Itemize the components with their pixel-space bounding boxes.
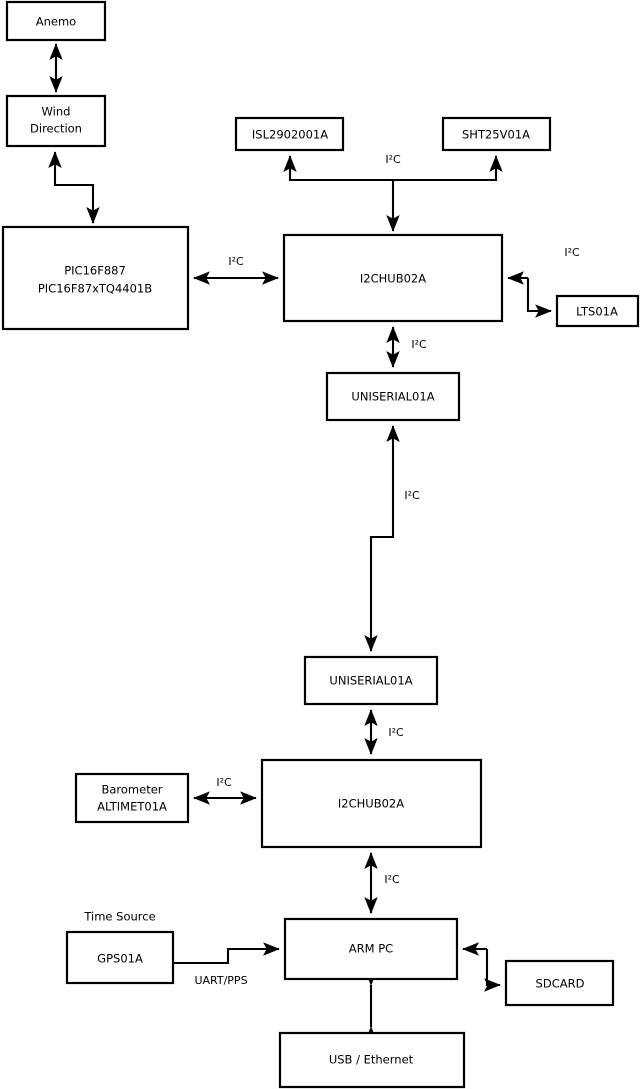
edge-hub-lts-in <box>526 278 552 318</box>
edge-hub-bus-top <box>283 155 400 232</box>
edge-label-hub-armpc-i2c: I²C <box>384 873 400 886</box>
node-lts01a-label: LTS01A <box>576 305 618 319</box>
edge-label-uniserial-hub-i2c: I²C <box>388 726 404 739</box>
edge-label-uniserial-link-i2c: I²C <box>404 489 420 502</box>
node-pic16f887[interactable]: PIC16F887 PIC16F87xTQ4401B <box>1 225 190 331</box>
node-wind-direction-label-line2: Direction <box>30 122 82 136</box>
edge-label-gps-armpc-uart: UART/PPS <box>194 974 247 987</box>
node-i2chub02a-top-label: I2CHUB02A <box>360 272 426 286</box>
labels-layer: Time Source I²C I²C I²C I²C I²C I²C I²C … <box>83 153 580 987</box>
node-arm-pc-label: ARM PC <box>349 942 393 956</box>
node-sht25v01a[interactable]: SHT25V01A <box>441 116 552 152</box>
edge-armpc-sdcard-out <box>484 949 501 992</box>
node-sdcard-label: SDCARD <box>536 977 585 991</box>
edges-layer <box>48 43 552 1043</box>
node-gps01a[interactable]: GPS01A <box>65 930 175 985</box>
label-time-source: Time Source <box>83 910 155 924</box>
edge-label-isl-sht-i2c: I²C <box>385 153 401 166</box>
node-uniserial01a-bottom[interactable]: UNISERIAL01A <box>303 655 439 706</box>
node-barometer-label-line2: ALTIMET01A <box>97 800 167 814</box>
node-anemo-label: Anemo <box>36 15 76 29</box>
edge-uniserial-link <box>364 425 400 652</box>
edge-wind-pic <box>48 151 100 224</box>
node-uniserial01a-bottom-label: UNISERIAL01A <box>329 674 412 688</box>
node-i2chub02a-bottom-label: I2CHUB02A <box>338 797 404 811</box>
node-sdcard[interactable]: SDCARD <box>504 959 615 1007</box>
node-wind-direction[interactable]: Wind Direction <box>5 94 107 148</box>
node-sht25v01a-label: SHT25V01A <box>462 128 530 142</box>
node-arm-pc[interactable]: ARM PC <box>283 917 459 981</box>
node-pic16f887-label-line2: PIC16F87xTQ4401B <box>38 282 152 296</box>
node-barometer-label-line1: Barometer <box>101 783 162 797</box>
node-isl2902001a[interactable]: ISL2902001A <box>234 116 345 152</box>
edge-hub-bus-sht <box>393 155 503 182</box>
edge-gps-armpc <box>173 942 280 965</box>
node-pic16f887-label-line1: PIC16F887 <box>64 264 126 278</box>
node-i2chub02a-bottom[interactable]: I2CHUB02A <box>260 758 483 849</box>
node-isl2902001a-label: ISL2902001A <box>252 128 328 142</box>
node-anemo[interactable]: Anemo <box>5 0 107 42</box>
edge-label-pic-hub-i2c: I²C <box>228 255 244 268</box>
edge-label-hub-uniserial-i2c: I²C <box>411 338 427 351</box>
node-uniserial01a-top-label: UNISERIAL01A <box>351 390 434 404</box>
edge-label-barometer-hub-i2c: I²C <box>216 776 232 789</box>
edge-label-hub-lts-i2c: I²C <box>564 246 580 259</box>
node-lts01a[interactable]: LTS01A <box>555 294 640 328</box>
node-barometer[interactable]: Barometer ALTIMET01A <box>74 772 190 824</box>
node-gps01a-label: GPS01A <box>97 952 143 966</box>
node-usb-ethernet[interactable]: USB / Ethernet <box>278 1031 466 1089</box>
node-uniserial01a-top[interactable]: UNISERIAL01A <box>325 371 461 422</box>
node-i2chub02a-top[interactable]: I2CHUB02A <box>282 233 504 323</box>
node-usb-ethernet-label: USB / Ethernet <box>329 1053 414 1067</box>
node-wind-direction-label-line1: Wind <box>42 105 71 119</box>
